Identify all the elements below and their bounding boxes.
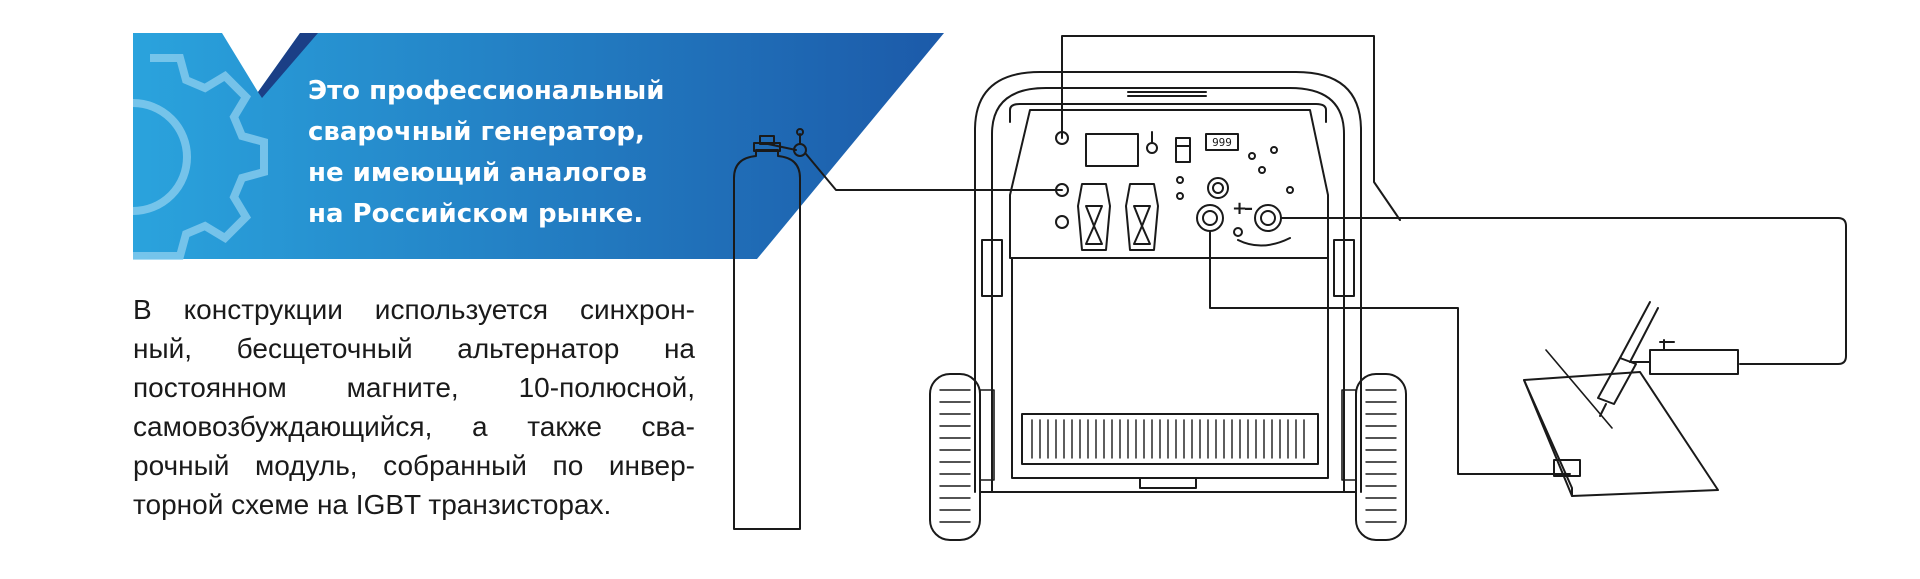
description-line: рочный модуль, собранный по инвер- — [133, 450, 695, 481]
banner-shape — [133, 33, 944, 259]
description-line: ный, бесщеточный альтернатор на — [133, 333, 695, 364]
power-socket — [1125, 183, 1159, 251]
welding-torch-icon — [1597, 301, 1739, 417]
control-cable — [1061, 35, 1401, 221]
banner-title-line: сварочный генератор, — [308, 117, 645, 147]
wheel-right — [1355, 373, 1407, 541]
banner-notch-dark — [258, 33, 318, 98]
description-line: самовозбуждающийся, а также сва- — [133, 411, 695, 442]
power-socket — [1077, 183, 1111, 251]
banner-title: Это профессиональный сварочный генератор… — [308, 71, 768, 235]
gas-hose — [805, 153, 1063, 191]
banner-title-line: Это профессиональный — [308, 76, 665, 106]
ground-clamp — [1553, 459, 1581, 477]
banner-notch-white — [222, 33, 300, 92]
gear-icon — [132, 54, 268, 260]
generator-body — [979, 239, 1357, 493]
description-text: В конструкции используется синхрон- ный,… — [133, 290, 695, 524]
ventilation-grille — [1021, 413, 1319, 465]
polarity-minus-label: – — [1244, 198, 1253, 219]
terminal-plus — [1196, 204, 1224, 232]
control-panel: 999 + – — [1009, 109, 1329, 259]
description-line: торной схеме на IGBT транзисторах. — [133, 489, 612, 520]
welding-cable-minus — [1280, 217, 1847, 365]
panel-display-value: 999 — [1212, 136, 1232, 149]
banner-title-line: не имеющий аналогов — [308, 158, 648, 188]
panel-meter — [1085, 133, 1139, 167]
panel-display — [1205, 133, 1239, 151]
description-line: В конструкции используется синхрон- — [133, 294, 695, 325]
wheel-left — [929, 373, 981, 541]
generator-frame — [974, 71, 1362, 493]
panel-switch — [1175, 137, 1191, 163]
terminal-minus — [1254, 204, 1282, 232]
current-knob — [1207, 177, 1229, 199]
description-line: постоянном магните, 10-полюсной, — [133, 372, 695, 403]
banner-title-line: на Российском рынке. — [308, 199, 644, 229]
welding-cable-plus — [1209, 230, 1571, 475]
polarity-plus-label: + — [1232, 198, 1247, 219]
gas-cylinder — [733, 128, 807, 530]
workpiece — [1523, 349, 1719, 497]
